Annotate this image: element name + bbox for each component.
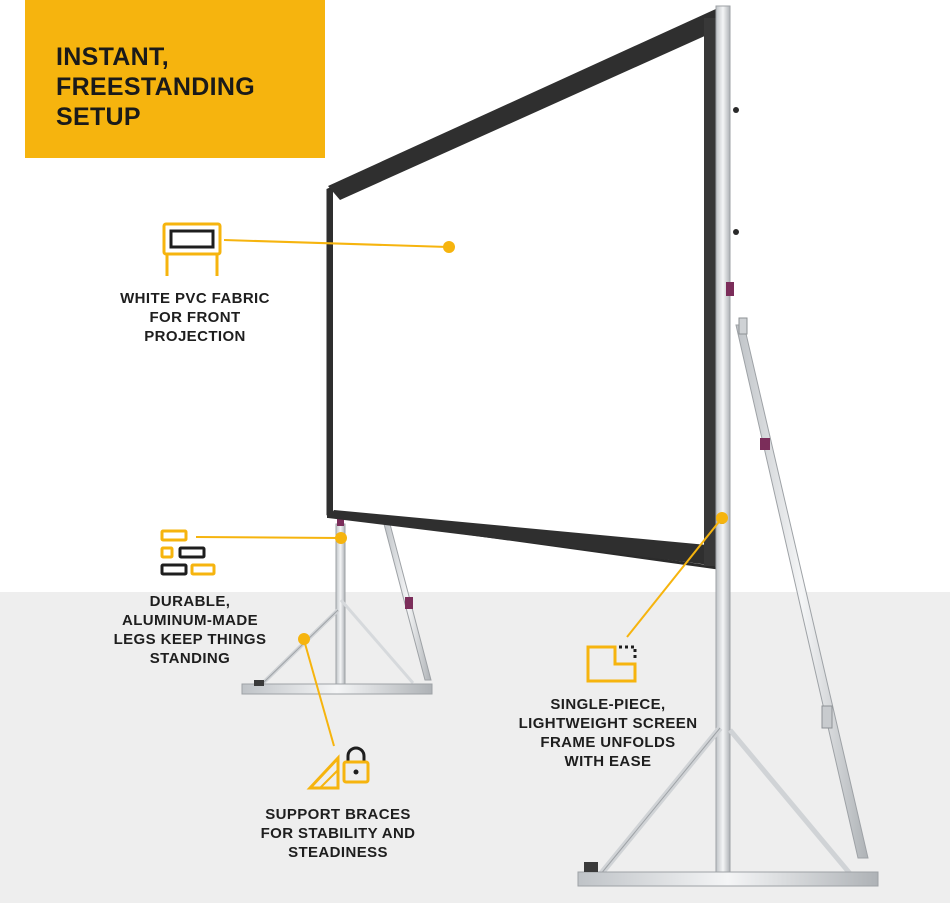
- caption-line: LEGS KEEP THINGS: [113, 631, 267, 648]
- callout-line-legs: [195, 536, 341, 539]
- callout-dot-legs: [335, 532, 347, 544]
- aluminum-bars-icon: [160, 529, 216, 576]
- headline-banner: [25, 0, 325, 158]
- caption-fabric: WHITE PVC FABRIC FOR FRONT PROJECTION: [100, 289, 290, 346]
- callout-line-fabric: [223, 239, 449, 248]
- caption-line: LIGHTWEIGHT SCREEN: [518, 715, 698, 732]
- callout-line-braces: [303, 639, 335, 747]
- screen-border-left: [327, 190, 333, 518]
- caption-line: SUPPORT BRACES: [265, 806, 411, 823]
- caption-line: PROJECTION: [144, 328, 246, 345]
- caption-line: WITH EASE: [564, 753, 652, 770]
- caption-frame: SINGLE-PIECE, LIGHTWEIGHT SCREEN FRAME U…: [506, 695, 710, 771]
- caption-line: ALUMINUM-MADE: [121, 612, 258, 629]
- caption-line: STANDING: [149, 650, 231, 667]
- unfold-frame-icon: [586, 645, 637, 683]
- screen-border-right: [704, 18, 718, 566]
- headline-line: FREESTANDING: [56, 73, 255, 101]
- caption-braces: SUPPORT BRACES FOR STABILITY AND STEADIN…: [238, 805, 438, 862]
- caption-line: WHITE PVC FABRIC: [120, 290, 270, 307]
- screen-on-stand-icon: [162, 222, 222, 276]
- caption-legs: DURABLE, ALUMINUM-MADE LEGS KEEP THINGS …: [100, 592, 280, 668]
- screen-border-top: [328, 8, 718, 200]
- headline-line: SETUP: [56, 103, 141, 131]
- caption-line: FOR STABILITY AND: [260, 825, 416, 842]
- headline-line: INSTANT,: [56, 43, 170, 71]
- floor-background: [0, 592, 950, 903]
- callout-dot-frame: [716, 512, 728, 524]
- callout-dot-braces: [298, 633, 310, 645]
- brace-lock-icon: [306, 746, 370, 790]
- screen-border-bottom: [328, 510, 718, 566]
- caption-line: SINGLE-PIECE,: [550, 696, 666, 713]
- callout-line-frame: [626, 517, 723, 638]
- caption-line: FOR FRONT: [149, 309, 241, 326]
- caption-line: STEADINESS: [288, 844, 388, 861]
- callout-dot-fabric: [443, 241, 455, 253]
- caption-line: FRAME UNFOLDS: [540, 734, 676, 751]
- headline: INSTANT, FREESTANDING SETUP: [56, 42, 255, 132]
- caption-line: DURABLE,: [149, 593, 231, 610]
